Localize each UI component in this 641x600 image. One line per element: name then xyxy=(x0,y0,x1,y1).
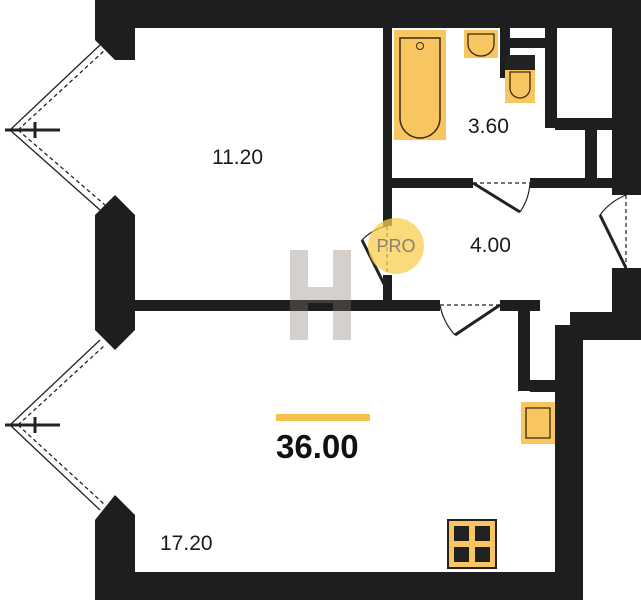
stove-icon xyxy=(447,519,497,569)
room-area-label: 11.20 xyxy=(212,146,263,169)
pro-badge: PRO xyxy=(368,218,424,274)
hallway-area-label: 4.00 xyxy=(470,234,511,257)
bathroom-area-label: 3.60 xyxy=(468,115,509,138)
total-area-accent-bar xyxy=(276,414,370,421)
total-area: 36.00 xyxy=(276,428,359,465)
walls xyxy=(95,0,641,600)
kitchen-area-label: 17.20 xyxy=(160,532,213,555)
windows xyxy=(5,44,106,511)
toilet-icon xyxy=(505,55,535,103)
kitchen-sink-icon xyxy=(521,402,555,444)
sink-icon xyxy=(464,30,498,58)
bathtub-icon xyxy=(394,30,446,140)
doors xyxy=(360,181,628,337)
watermark-logo xyxy=(290,250,351,340)
